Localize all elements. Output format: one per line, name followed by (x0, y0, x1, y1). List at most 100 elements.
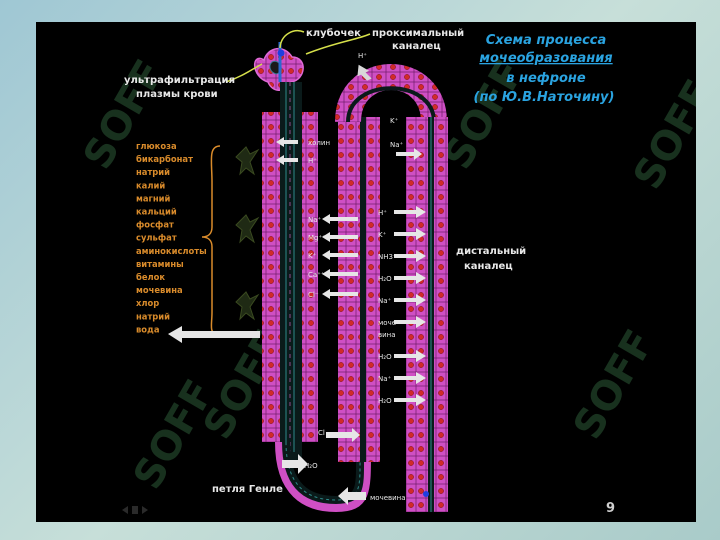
arrow-right-icon (394, 250, 426, 262)
substance-item: бикарбонат (136, 154, 193, 164)
arrow-right-icon (394, 272, 426, 284)
distal-ion-label: H₂O (378, 353, 392, 361)
distal-ion-label: моче- (378, 319, 399, 327)
label-henle: петля Генле (212, 484, 283, 495)
arrow-left-icon (276, 137, 298, 147)
label-ultrafiltration-1: ультрафильтрация (124, 74, 235, 86)
arrow-right-icon (394, 206, 426, 218)
slide-canvas: SOFF SOFF SOFF SOFF SOFF SOFF (36, 22, 696, 522)
title-line-3: в нефроне (506, 71, 586, 86)
proximal-ion-cl: Cl⁻ (308, 291, 319, 299)
slide-nav-controls[interactable] (122, 506, 148, 514)
distal-ion-label: H₂O (378, 275, 392, 283)
label-distal-1: дистальный (456, 246, 526, 257)
arrow-right-icon (394, 394, 426, 406)
label-proximal-2: каналец (392, 41, 441, 52)
proximal-ion-na: Na⁺ (308, 216, 322, 224)
substance-item: натрий (136, 167, 170, 177)
proximal-tubule-descending (262, 82, 318, 462)
substance-item: фосфат (136, 220, 174, 230)
arrow-down-icon (357, 64, 372, 81)
distal-ion-label: Na⁺ (378, 297, 392, 305)
substance-item: белок (136, 272, 165, 282)
arrow-right-icon (394, 316, 426, 328)
title-line-1: Схема процесса (486, 33, 607, 48)
top-arch (335, 64, 447, 124)
nephron-diagram: SOFF SOFF SOFF SOFF SOFF SOFF (75, 27, 696, 516)
loop-ion-urea: мочевина (370, 494, 406, 502)
transport-shape-icon (235, 214, 260, 244)
watermark-text: SOFF (125, 372, 224, 497)
substance-item: калий (136, 180, 165, 190)
arrow-left-icon (338, 487, 366, 505)
substance-item: витамины (136, 259, 184, 269)
substance-item: аминокислоты (136, 246, 207, 256)
glomerulus-leader (279, 30, 305, 49)
nav-prev-icon (122, 506, 128, 514)
arrow-right-icon (394, 372, 426, 384)
nav-menu-icon (132, 506, 138, 514)
loop-ion-h2o: H₂O (304, 462, 318, 470)
substance-item: натрий (136, 311, 170, 321)
title-line-4: (по Ю.В.Наточину) (474, 90, 615, 105)
distal-ion-label: вина (378, 331, 396, 339)
arrow-right-icon (394, 350, 426, 362)
substance-item: хлор (136, 298, 159, 308)
reabsorbed-substances-list: глюкоза бикарбонат натрий калий магний кальци… (136, 141, 207, 334)
distal-tubule (406, 117, 448, 512)
nav-next-icon (142, 506, 148, 514)
page-number: 9 (606, 501, 615, 516)
proximal-leader (305, 33, 371, 55)
arrow-left-icon (276, 155, 298, 165)
substance-item: глюкоза (136, 141, 177, 151)
transport-shape-icon (235, 146, 260, 176)
distal-ion-label: K⁺ (390, 117, 399, 125)
watermark-text: SOFF (625, 72, 696, 197)
arrow-left-icon (322, 214, 358, 224)
distal-ion-label: NH3⁺ (378, 253, 397, 261)
watermark-text: SOFF (565, 322, 664, 447)
substance-item: вода (136, 324, 159, 334)
arrow-left-icon (322, 289, 358, 299)
distal-ion-label: Na⁺ (390, 141, 404, 149)
title-line-2: мочеобразования (479, 51, 612, 66)
distal-ion-label: H⁺ (378, 209, 387, 217)
label-distal-2: каналец (464, 261, 513, 272)
proximal-ion-h: H⁺ (308, 157, 317, 165)
label-glomerulus: клубочек (306, 27, 361, 39)
arrow-left-icon (322, 232, 358, 242)
ion-h-top: H⁺ (358, 52, 367, 60)
proximal-ion-k: K⁺ (308, 252, 317, 260)
diagram-title: Схема процесса мочеобразования в нефроне… (474, 33, 615, 105)
substance-item: сульфат (136, 233, 177, 243)
arrow-right-icon (282, 454, 308, 474)
arrow-right-icon (396, 148, 422, 160)
distal-ion-label: Na⁺ (378, 375, 392, 383)
arrow-right-icon (326, 428, 360, 442)
substance-item: кальций (136, 207, 177, 217)
water-arrow-left-icon (168, 326, 260, 343)
label-ultrafiltration-2: плазмы крови (136, 89, 218, 100)
distal-ion-label: K⁺ (378, 231, 387, 239)
arrow-left-icon (322, 269, 358, 279)
substance-item: магний (136, 193, 171, 203)
arrow-right-icon (394, 228, 426, 240)
brace (201, 145, 221, 335)
loop-of-henle (275, 441, 371, 513)
proximal-ion-mg: Mg⁺⁺ (308, 234, 326, 242)
ultrafiltration-leader (225, 63, 263, 83)
proximal-ion-choline: холин (308, 139, 330, 147)
proximal-ion-ca: Ca⁺⁺ (308, 271, 325, 279)
ascending-limb (338, 117, 380, 462)
transport-shape-icons (235, 146, 260, 321)
loop-ion-cl: Cl (318, 429, 325, 437)
arrow-right-icon (394, 294, 426, 306)
leader-lines (225, 30, 371, 83)
arrow-left-icon (322, 250, 358, 260)
label-proximal-1: проксимальный (372, 28, 464, 39)
distal-ion-label: H₂O (378, 397, 392, 405)
transport-shape-icon (235, 291, 260, 321)
substance-item: мочевина (136, 285, 183, 295)
